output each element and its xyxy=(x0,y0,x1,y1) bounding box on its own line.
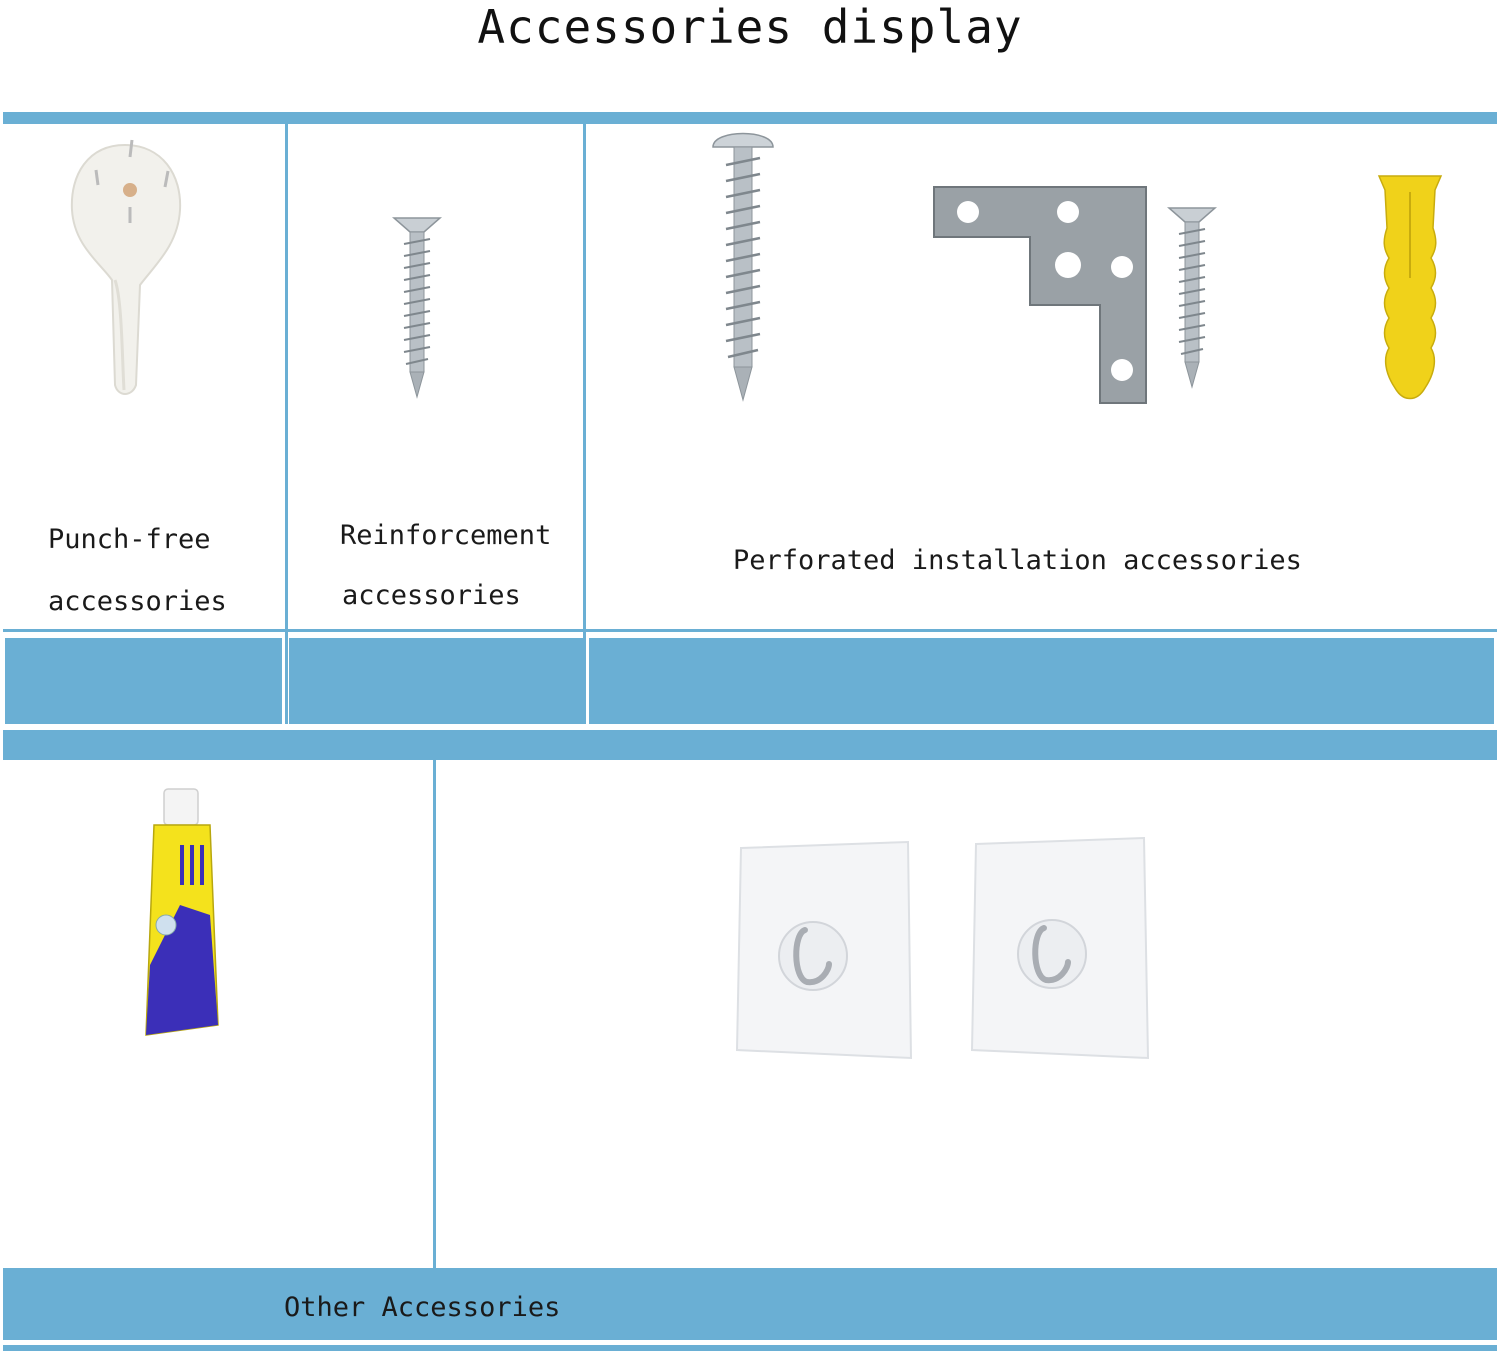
perforated-caption: Perforated installation accessories xyxy=(733,545,1302,576)
divider-1 xyxy=(285,124,288,724)
middle-block-3 xyxy=(589,638,1494,724)
middle-block-2 xyxy=(289,638,583,724)
row-line xyxy=(3,629,1497,632)
bottom-band xyxy=(3,1268,1497,1340)
page-title: Accessories display xyxy=(477,0,1023,54)
divider-2 xyxy=(583,124,586,724)
wall-anchor-icon xyxy=(1377,175,1443,400)
top-band xyxy=(3,112,1497,124)
adhesive-hook-icon xyxy=(970,836,1150,1060)
wall-hook-icon xyxy=(70,139,182,395)
corner-bracket-icon xyxy=(933,186,1147,404)
reinforcement-caption-1: Reinforcement xyxy=(340,520,552,551)
glue-tube-icon xyxy=(145,788,219,1036)
divider-3 xyxy=(433,760,436,1268)
adhesive-hook-icon xyxy=(735,840,913,1060)
reinforcement-caption-2: accessories xyxy=(342,580,521,611)
other-caption: Other Accessories xyxy=(284,1292,561,1323)
middle-band xyxy=(3,730,1497,760)
pan-head-screw-icon xyxy=(712,132,774,402)
countersunk-screw-icon xyxy=(1167,207,1217,389)
middle-block-1 xyxy=(5,638,282,724)
punch-free-caption-1: Punch-free xyxy=(48,524,211,555)
punch-free-caption-2: accessories xyxy=(48,586,227,617)
bottom-line xyxy=(3,1345,1497,1351)
wood-screw-icon xyxy=(392,217,442,399)
